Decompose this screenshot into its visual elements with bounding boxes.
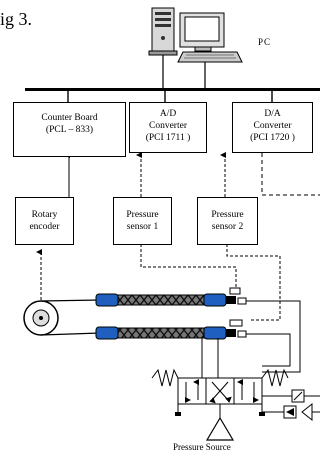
pulley-icon bbox=[23, 300, 59, 336]
pressure-sensor-2-box: Pressure sensor 2 bbox=[197, 197, 258, 245]
pressure-sensor-1-box: Pressure sensor 1 bbox=[113, 197, 172, 245]
ad-converter-box: A/D Converter (PCI 1711 ) bbox=[129, 102, 207, 153]
upper-fitting-icon bbox=[226, 287, 247, 305]
keyboard-icon bbox=[177, 51, 243, 63]
pc-label: PC bbox=[258, 37, 272, 47]
da-converter-line-1: D/A bbox=[264, 109, 281, 119]
counter-board-line-1: Counter Board bbox=[41, 113, 98, 123]
rotary-encoder-box: Rotary encoder bbox=[15, 197, 74, 245]
rotary-encoder-line-1: Rotary bbox=[31, 210, 58, 220]
pressure-sensor-1-line-1: Pressure bbox=[126, 210, 159, 220]
pressure-source-label: Pressure Source bbox=[173, 442, 231, 452]
ad-converter-line-3: (PCI 1711 ) bbox=[145, 133, 191, 143]
upper-artificial-muscle bbox=[95, 293, 227, 307]
monitor-icon bbox=[179, 12, 225, 52]
ad-converter-line-2: Converter bbox=[149, 121, 187, 131]
pc-bus bbox=[25, 88, 320, 91]
pressure-sensor-1-line-2: sensor 1 bbox=[126, 222, 159, 232]
counter-board-box: Counter Board (PCL – 833) bbox=[13, 102, 126, 157]
rotary-encoder-line-2: encoder bbox=[29, 222, 60, 232]
figure-caption-fragment: ig 3. bbox=[0, 9, 33, 29]
counter-board-line-2: (PCL – 833) bbox=[45, 125, 94, 135]
pressure-sensor-2-line-2: sensor 2 bbox=[211, 222, 244, 232]
solenoid-filter-icon bbox=[262, 389, 320, 422]
pressure-sensor-2-line-1: Pressure bbox=[211, 210, 244, 220]
lower-fitting-icon bbox=[226, 319, 247, 338]
lower-artificial-muscle bbox=[95, 326, 227, 340]
computer-tower-icon bbox=[148, 7, 178, 56]
da-converter-line-3: (PCI 1720 ) bbox=[250, 133, 295, 143]
ad-converter-line-1: A/D bbox=[159, 109, 177, 119]
pressure-source-icon bbox=[205, 416, 235, 441]
da-converter-line-2: Converter bbox=[253, 121, 292, 131]
da-converter-box: D/A Converter (PCI 1720 ) bbox=[232, 102, 313, 153]
